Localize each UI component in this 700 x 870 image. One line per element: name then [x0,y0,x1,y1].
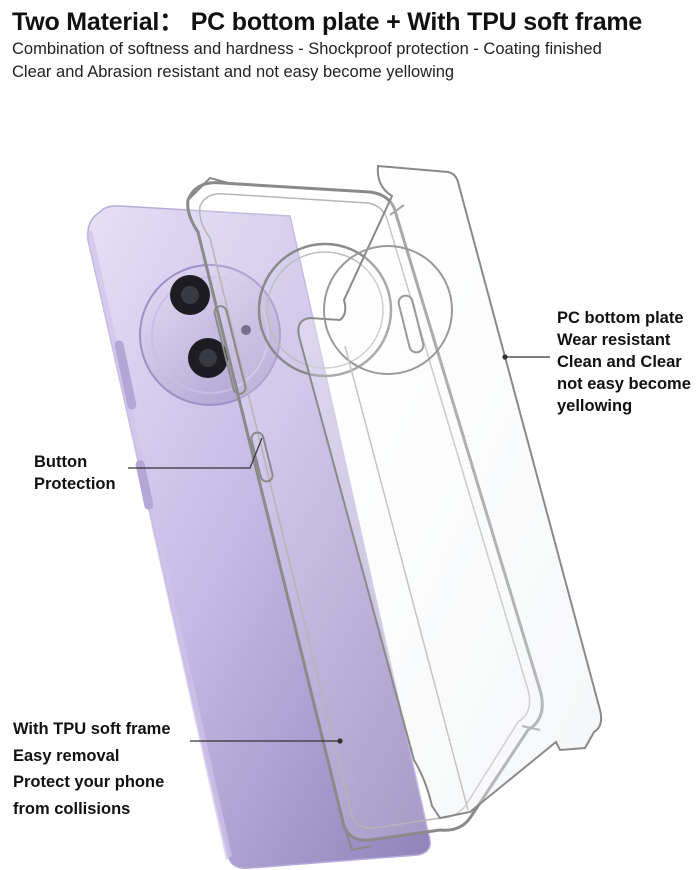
tpu-callout-line: Easy removal [13,746,120,765]
pc-plate-callout-line: PC bottom plate [557,309,684,327]
page-title: Two Material： PC bottom plate + With TPU… [12,8,643,36]
leader-dot-tpu-frame [337,738,343,744]
leader-lines [128,354,550,744]
pc-plate-callout-line: Clean and Clear [557,353,682,371]
camera-module [139,264,281,406]
leader-line-button [128,437,263,469]
button-callout-line: Button [34,453,88,471]
subtitle-line-2: Clear and Abrasion resistant and not eas… [12,63,455,81]
pc-bottom-plate [297,164,603,820]
button-protection-callout: Button Protection [34,451,116,495]
subtitle-line-1: Combination of softness and hardness - S… [12,40,602,58]
button-callout-line: Protection [34,475,116,493]
pc-plate-callout-line: yellowing [557,397,633,415]
pc-plate-callout-line: Wear resistant [557,331,671,349]
header: Two Material： PC bottom plate + With TPU… [12,6,692,84]
tpu-callout-line: from collisions [13,799,131,818]
tpu-callout-line: With TPU soft frame [13,720,171,738]
pc-plate-callout: PC bottom plate Wear resistant Clean and… [557,307,691,417]
tpu-frame-callout: With TPU soft frame Easy removal Protect… [13,716,171,822]
leader-dot-pc-plate [502,354,508,360]
tpu-callout-line: Protect your phone [13,773,165,791]
pc-plate-callout-line: not easy become [557,375,691,393]
